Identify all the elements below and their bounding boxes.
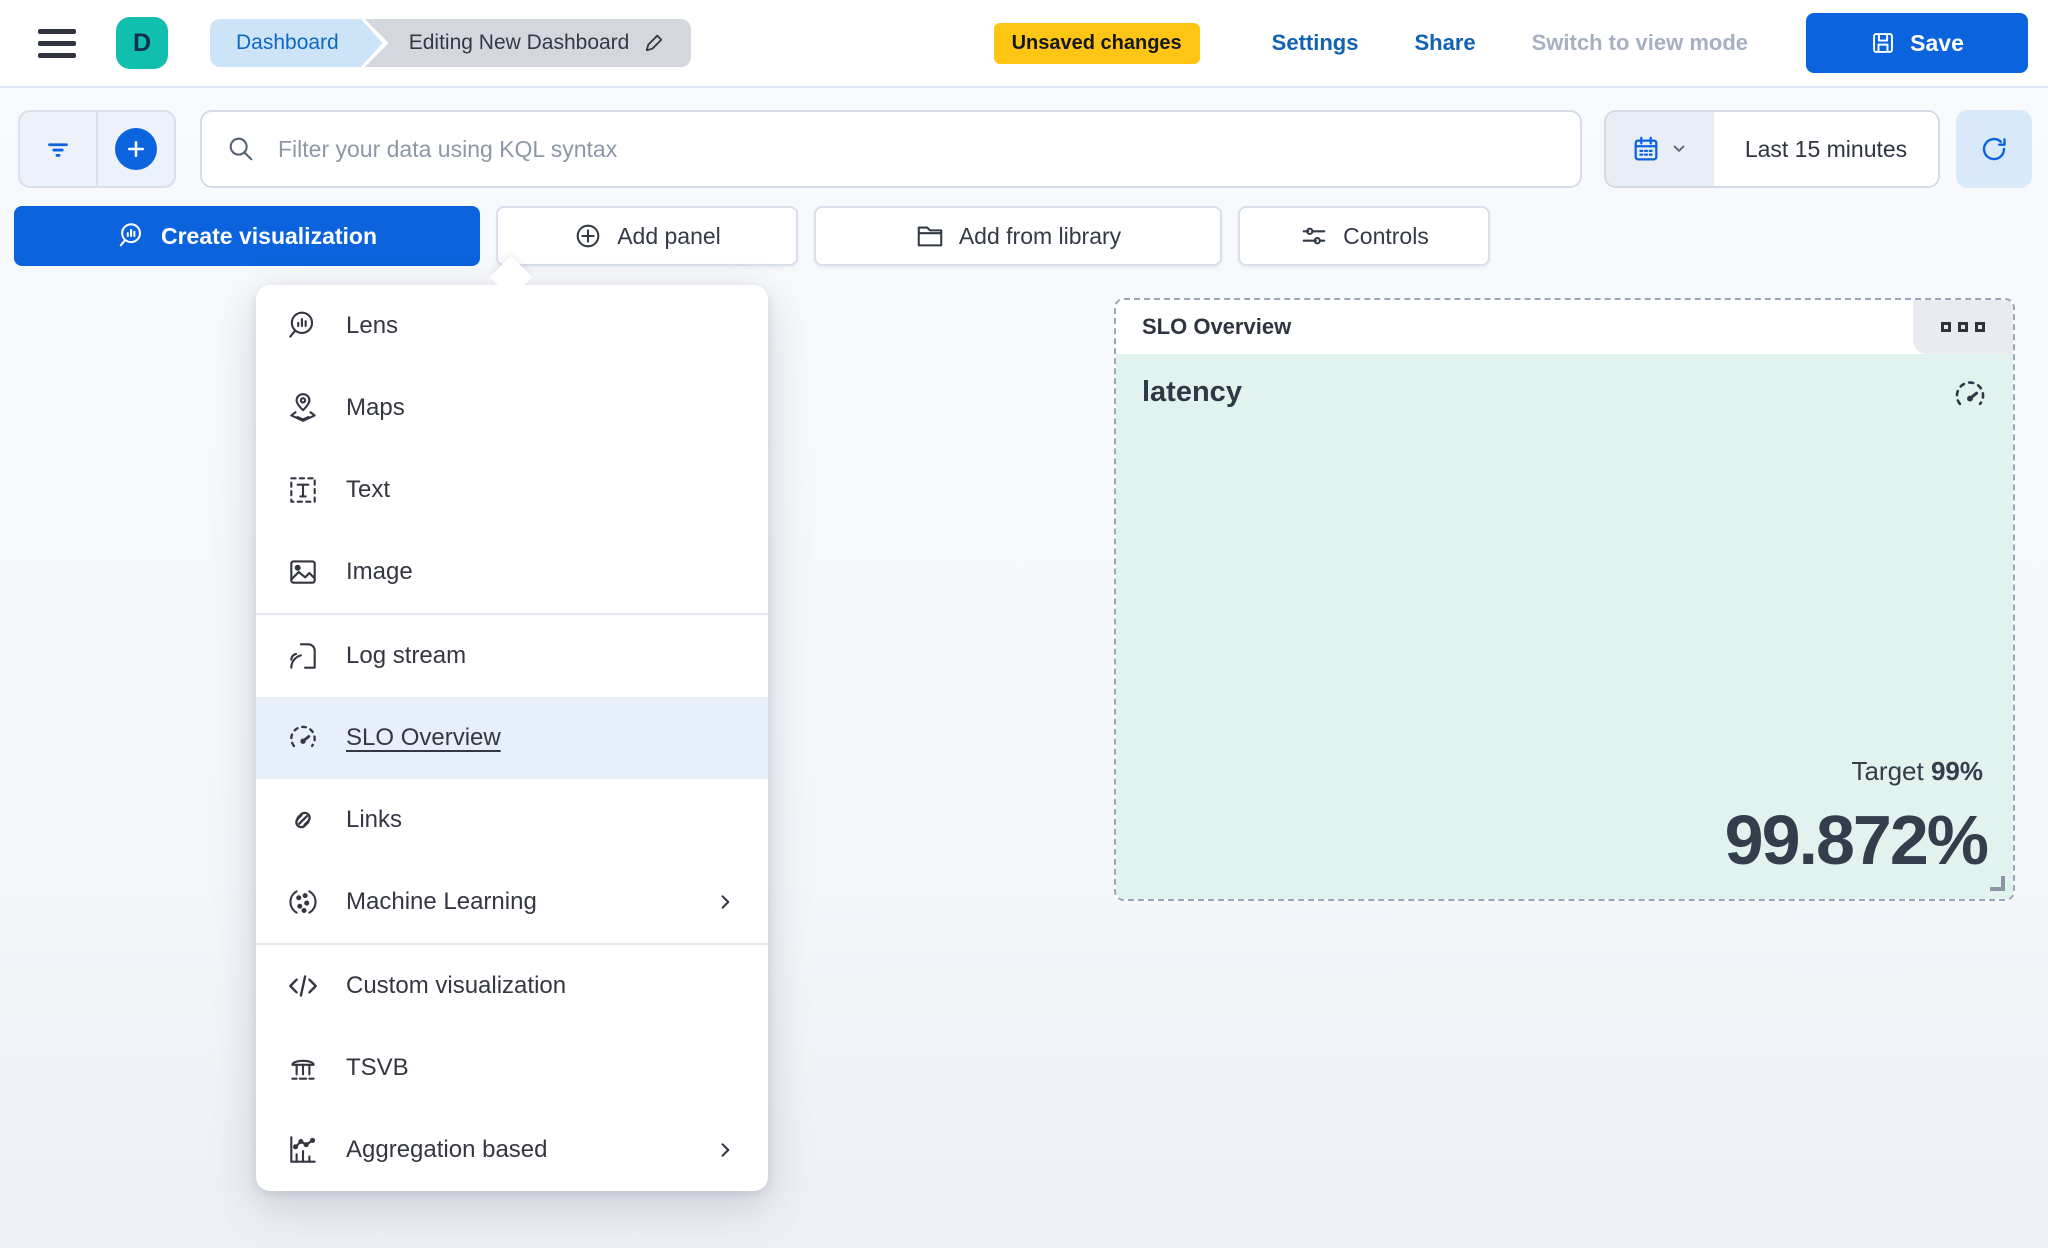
menu-separator — [256, 943, 768, 945]
dashboard-toolbar: Create visualization Add panel Add from … — [0, 206, 2048, 266]
panel-header: SLO Overview — [1116, 300, 2013, 354]
menu-item-log-stream[interactable]: Log stream — [256, 615, 768, 697]
top-header: D Dashboard Editing New Dashboard Unsave… — [0, 0, 2048, 88]
add-filter-plus-icon — [115, 128, 157, 170]
refresh-button[interactable] — [1956, 110, 2032, 188]
menu-item-text[interactable]: Text — [256, 449, 768, 531]
gauge-icon — [1951, 376, 1989, 414]
boxes-horizontal-icon — [1941, 322, 1951, 332]
panel-resize-handle[interactable] — [1990, 876, 2005, 891]
date-picker-calendar-button[interactable] — [1606, 112, 1714, 186]
breadcrumb: Dashboard Editing New Dashboard — [210, 19, 692, 67]
share-link[interactable]: Share — [1414, 30, 1476, 55]
add-filter-button[interactable] — [96, 112, 174, 186]
menu-item-machine-learning[interactable]: Machine Learning — [256, 861, 768, 943]
add-from-library-button[interactable]: Add from library — [814, 206, 1222, 266]
menu-separator — [256, 613, 768, 615]
chevron-right-icon — [712, 889, 738, 915]
query-bar: Last 15 minutes — [0, 110, 2048, 188]
settings-link[interactable]: Settings — [1271, 30, 1359, 55]
aggregation-icon — [286, 1133, 320, 1167]
create-visualization-button[interactable]: Create visualization — [14, 206, 480, 266]
slo-sli-value: 99.872% — [1724, 801, 1989, 879]
menu-item-tsvb[interactable]: TSVB — [256, 1027, 768, 1109]
breadcrumb-current-page[interactable]: Editing New Dashboard — [364, 19, 692, 67]
filter-button-group — [18, 110, 176, 188]
menu-item-links[interactable]: Links — [256, 779, 768, 861]
text-icon — [286, 473, 320, 507]
panel-options-button[interactable] — [1913, 300, 2013, 354]
edit-title-pencil-icon[interactable] — [641, 30, 667, 56]
code-icon — [286, 969, 320, 1003]
switch-to-view-mode-link[interactable]: Switch to view mode — [1531, 30, 1748, 55]
link-icon — [286, 803, 320, 837]
menu-item-custom-visualization[interactable]: Custom visualization — [256, 945, 768, 1027]
log-stream-icon — [286, 639, 320, 673]
calendar-icon — [1631, 134, 1661, 164]
sliders-icon — [1299, 221, 1329, 251]
add-panel-menu: Lens Maps Text — [256, 285, 768, 1191]
tsvb-icon — [286, 1051, 320, 1085]
search-icon — [226, 134, 256, 164]
maps-icon — [286, 391, 320, 425]
save-icon — [1870, 30, 1896, 56]
machine-learning-icon — [286, 885, 320, 919]
kql-search-input[interactable] — [278, 135, 1556, 163]
menu-item-slo-overview[interactable]: SLO Overview — [256, 697, 768, 779]
time-range-button[interactable]: Last 15 minutes — [1744, 135, 1908, 162]
folder-icon — [915, 221, 945, 251]
add-panel-button[interactable]: Add panel — [496, 206, 798, 266]
lens-icon — [117, 221, 147, 251]
slo-name: latency — [1142, 376, 1242, 408]
controls-button[interactable]: Controls — [1238, 206, 1490, 266]
refresh-icon — [1978, 133, 2010, 165]
menu-item-lens[interactable]: Lens — [256, 285, 768, 367]
gauge-icon — [286, 721, 320, 755]
chevron-down-icon — [1669, 139, 1689, 159]
breadcrumb-dashboard[interactable]: Dashboard — [210, 19, 383, 67]
filter-icon — [41, 132, 75, 166]
slo-target: Target 99% — [1851, 756, 1983, 786]
filter-menu-button[interactable] — [20, 112, 96, 186]
menu-item-maps[interactable]: Maps — [256, 367, 768, 449]
panel-title: SLO Overview — [1142, 314, 1292, 339]
plus-in-circle-icon — [573, 221, 603, 251]
menu-hamburger-icon[interactable] — [38, 22, 76, 65]
image-icon — [286, 555, 320, 589]
avatar[interactable]: D — [116, 17, 168, 69]
slo-card-body[interactable]: latency Target 99% 99.872% — [1116, 354, 2013, 899]
menu-item-aggregation-based[interactable]: Aggregation based — [256, 1109, 768, 1191]
unsaved-changes-badge: Unsaved changes — [993, 22, 1200, 64]
chevron-right-icon — [712, 1137, 738, 1163]
kql-search-box — [200, 110, 1582, 188]
save-button[interactable]: Save — [1806, 13, 2028, 73]
date-picker: Last 15 minutes — [1604, 110, 1940, 188]
slo-overview-panel: SLO Overview latency Target 99% 99.872% — [1114, 298, 2015, 901]
lens-icon — [286, 309, 320, 343]
breadcrumb-current-label: Editing New Dashboard — [408, 31, 630, 54]
menu-item-image[interactable]: Image — [256, 531, 768, 613]
